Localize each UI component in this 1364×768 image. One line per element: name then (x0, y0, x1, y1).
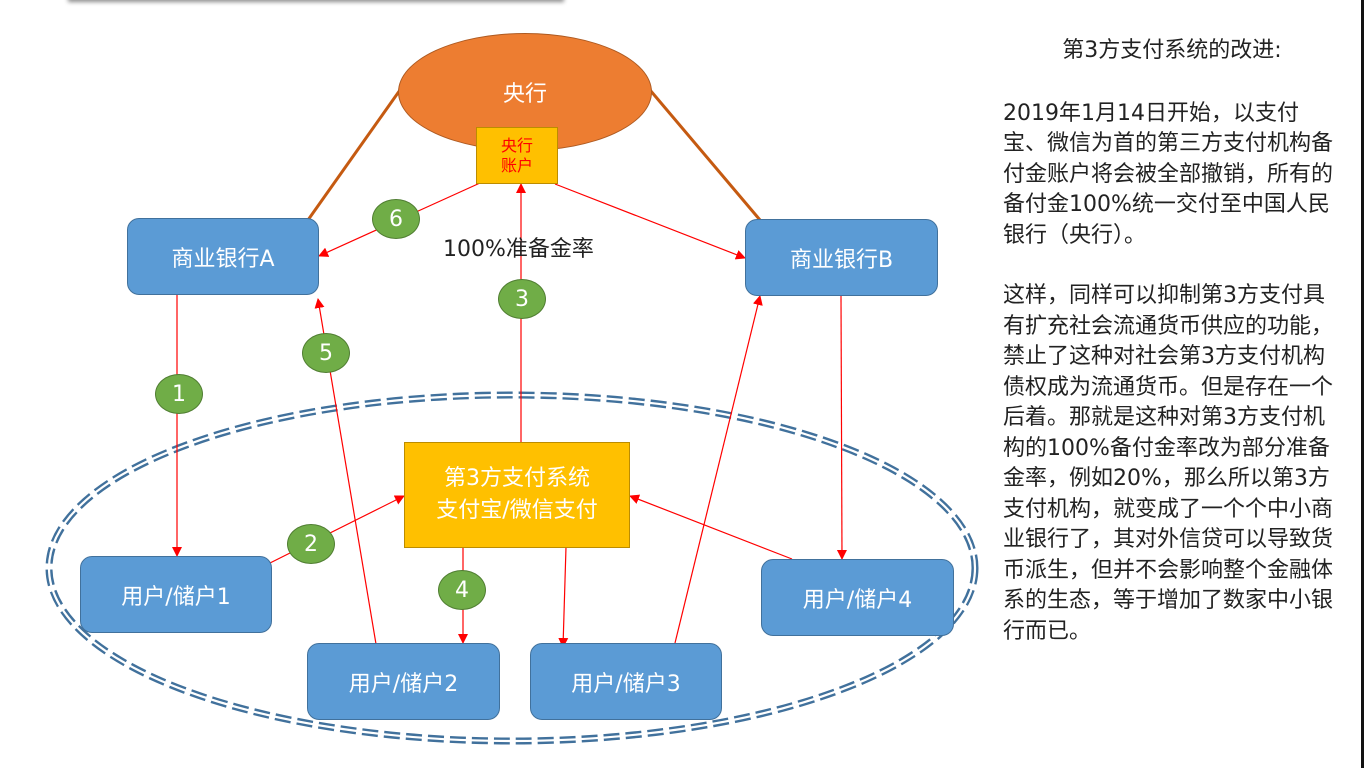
explanation-panel: 第3方支付系统的改进: 2019年1月14日开始，以支付宝、微信为首的第三方支付… (1003, 36, 1333, 677)
arrow-user1-thirdparty (267, 495, 405, 565)
right-border (1361, 0, 1364, 768)
step-marker-4: 4 (438, 570, 486, 610)
user-3-node[interactable]: 用户/储户3 (530, 643, 722, 720)
third-party-payment-node[interactable]: 第3方支付系统 支付宝/微信支付 (404, 442, 630, 548)
step-3-label: 3 (515, 286, 529, 312)
link-central-bank-a (306, 89, 402, 221)
panel-title: 第3方支付系统的改进: (1062, 38, 1282, 63)
arrow-user3-bankB (674, 295, 763, 644)
reserve-ratio-label: 100%准备金率 (443, 237, 594, 262)
user-2-node[interactable]: 用户/储户2 (307, 643, 500, 720)
central-bank-label: 央行 (502, 82, 547, 107)
user-2-label: 用户/储户2 (348, 671, 459, 697)
step-marker-6: 6 (372, 199, 420, 239)
step-marker-1: 1 (155, 374, 203, 414)
panel-paragraph-1: 2019年1月14日开始，以支付宝、微信为首的第三方支付机构备付金账户将会被全部… (1003, 100, 1334, 248)
step-6-label: 6 (389, 206, 403, 232)
step-marker-2: 2 (287, 524, 335, 564)
step-marker-3: 3 (498, 279, 546, 319)
bank-b-node[interactable]: 商业银行B (745, 219, 938, 296)
step-5-label: 5 (319, 340, 333, 366)
central-bank-account-label-line2: 账户 (500, 155, 533, 175)
arrow-thirdparty-user3 (558, 546, 569, 648)
user-4-label: 用户/储户4 (802, 587, 913, 613)
bank-b-label: 商业银行B (789, 247, 894, 273)
step-4-label: 4 (455, 577, 469, 603)
user-3-label: 用户/储户3 (571, 671, 681, 697)
arrow-account-bankB (554, 183, 746, 260)
link-central-bank-b (648, 89, 762, 221)
user-4-node[interactable]: 用户/储户4 (761, 559, 954, 636)
arrow-user4-thirdparty (629, 494, 793, 560)
bank-a-label: 商业银行A (171, 246, 275, 272)
central-bank-account-node[interactable]: 央行 账户 (476, 127, 558, 184)
bank-a-node[interactable]: 商业银行A (127, 218, 319, 295)
user-1-label: 用户/储户1 (121, 584, 231, 610)
step-marker-5: 5 (302, 333, 350, 373)
third-party-label-line2: 支付宝/微信支付 (436, 498, 598, 523)
central-bank-account-label-line1: 央行 (500, 135, 533, 155)
step-1-label: 1 (172, 381, 186, 407)
step-2-label: 2 (304, 531, 318, 557)
user-1-node[interactable]: 用户/储户1 (80, 556, 272, 633)
arrow-bankB-user4 (836, 295, 847, 560)
panel-paragraph-2: 这样，同样可以抑制第3方支付具有扩充社会流通货币供应的功能，禁止了这种对社会第3… (1003, 283, 1334, 644)
central-bank-node[interactable]: 央行 (398, 33, 652, 151)
circulation-boundary (45, 391, 979, 745)
third-party-label-line1: 第3方支付系统 (444, 466, 590, 491)
